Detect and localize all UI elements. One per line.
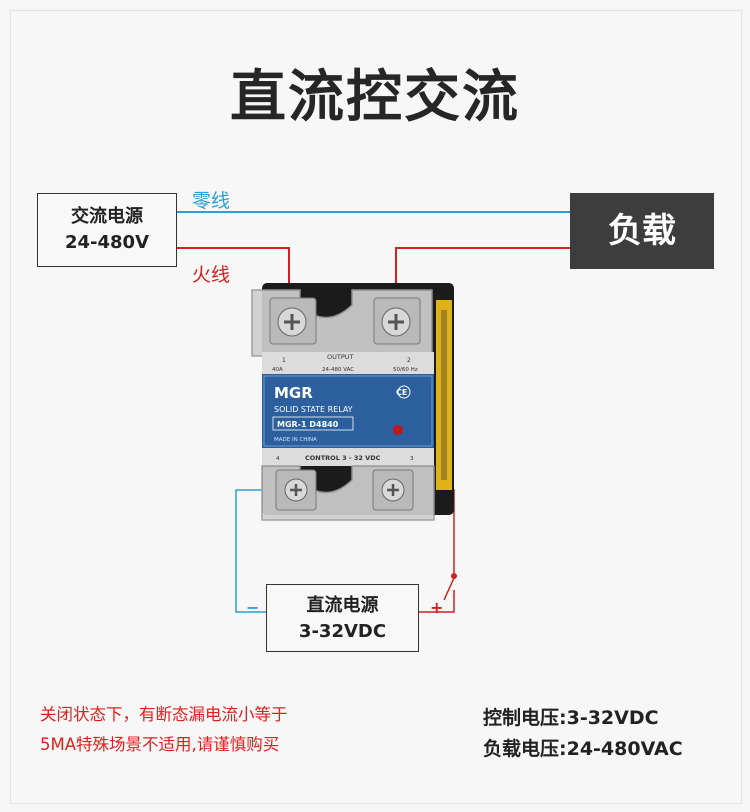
ac-source-label: 交流电源 bbox=[71, 206, 143, 227]
relay-made-in: MADE IN CHINA bbox=[274, 437, 317, 443]
leakage-note: 关闭状态下，有断态漏电流小等于 5MA特殊场景不适用,请谨慎购买 bbox=[40, 700, 380, 760]
dc-plus-sign: + bbox=[430, 598, 444, 617]
status-led bbox=[393, 425, 403, 435]
dc-minus-sign: − bbox=[246, 598, 260, 617]
relay-terminal-2: 2 bbox=[407, 357, 411, 364]
note-line-2: 5MA特殊场景不适用,请谨慎购买 bbox=[40, 735, 280, 754]
relay-type: SOLID STATE RELAY bbox=[274, 405, 353, 414]
switch-contact bbox=[451, 573, 457, 579]
note-line-1: 关闭状态下，有断态漏电流小等于 bbox=[40, 705, 288, 724]
relay-output-label: OUTPUT bbox=[327, 353, 354, 361]
relay-terminal-3: 3 bbox=[410, 456, 414, 462]
relay-side-label bbox=[436, 300, 452, 490]
neutral-wire-label: 零线 bbox=[192, 190, 231, 212]
control-voltage-spec: 控制电压:3-32VDC bbox=[483, 707, 659, 729]
solid-state-relay bbox=[251, 283, 454, 521]
spec-list: 控制电压:3-32VDC 负载电压:24-480VAC bbox=[483, 703, 683, 765]
live-wire-label: 火线 bbox=[192, 264, 231, 286]
ac-power-source-box: 交流电源 24-480V bbox=[37, 193, 177, 267]
relay-current: 40A bbox=[272, 367, 283, 373]
load-voltage-spec: 负载电压:24-480VAC bbox=[483, 738, 683, 760]
relay-brand: MGR bbox=[274, 384, 313, 402]
relay-control-label: CONTROL 3 - 32 VDC bbox=[305, 454, 381, 462]
dc-source-voltage: 3-32VDC bbox=[298, 621, 387, 642]
relay-frequency: 50/60 Hz bbox=[393, 367, 418, 373]
load-box: 负载 bbox=[570, 193, 714, 269]
relay-model: MGR-1 D4840 bbox=[277, 420, 339, 429]
page-title: 直流控交流 bbox=[230, 65, 520, 130]
relay-terminal-4: 4 bbox=[276, 456, 280, 462]
dc-power-source-box: 直流电源 3-32VDC bbox=[266, 584, 419, 652]
relay-terminal-1: 1 bbox=[282, 357, 286, 364]
relay-ce-mark: CE bbox=[396, 388, 407, 397]
relay-output-voltage: 24-480 VAC bbox=[322, 367, 354, 373]
dc-positive-wire-bottom bbox=[419, 590, 455, 613]
dc-source-label: 直流电源 bbox=[306, 595, 379, 616]
switch-lever bbox=[443, 577, 455, 601]
ac-source-voltage: 24-480V bbox=[64, 232, 150, 253]
